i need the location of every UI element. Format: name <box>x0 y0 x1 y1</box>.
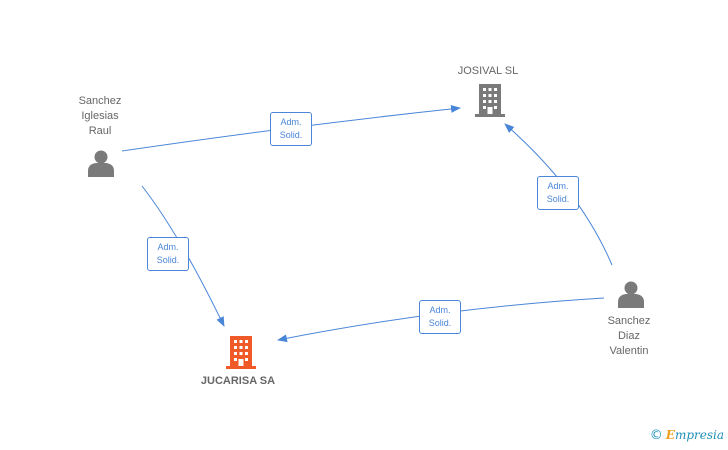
person-icon[interactable] <box>618 281 644 309</box>
person-icon[interactable] <box>88 150 114 178</box>
role-label: Solid. <box>546 194 570 204</box>
building-icon[interactable] <box>475 84 505 117</box>
building-icon[interactable] <box>226 336 256 369</box>
company-name-label[interactable]: JOSIVAL SL <box>457 65 519 77</box>
edge-label-badge[interactable]: Adm. Solid. <box>147 237 189 271</box>
edge-label-badge[interactable]: Adm. Solid. <box>419 300 461 334</box>
role-label: Adm. <box>429 305 451 315</box>
person-name-label[interactable]: Sanchez Diaz Valentin <box>607 315 651 357</box>
copyright-symbol: © <box>649 428 663 443</box>
edge-label-badge[interactable]: Adm. Solid. <box>270 112 312 146</box>
role-label: Solid. <box>279 130 303 140</box>
edge-label-badge[interactable]: Adm. Solid. <box>537 176 579 210</box>
role-label: Solid. <box>156 255 180 265</box>
brand-name: mpresia <box>674 428 724 442</box>
role-label: Adm. <box>280 117 302 127</box>
role-label: Adm. <box>157 242 179 252</box>
person-name-label[interactable]: Sanchez Iglesias Raul <box>78 95 122 137</box>
brand-initial: E <box>665 428 675 442</box>
role-label: Solid. <box>428 318 452 328</box>
company-name-label[interactable]: JUCARISA SA <box>200 375 276 387</box>
brand-logo: ©Empresia <box>650 428 724 443</box>
role-label: Adm. <box>547 181 569 191</box>
